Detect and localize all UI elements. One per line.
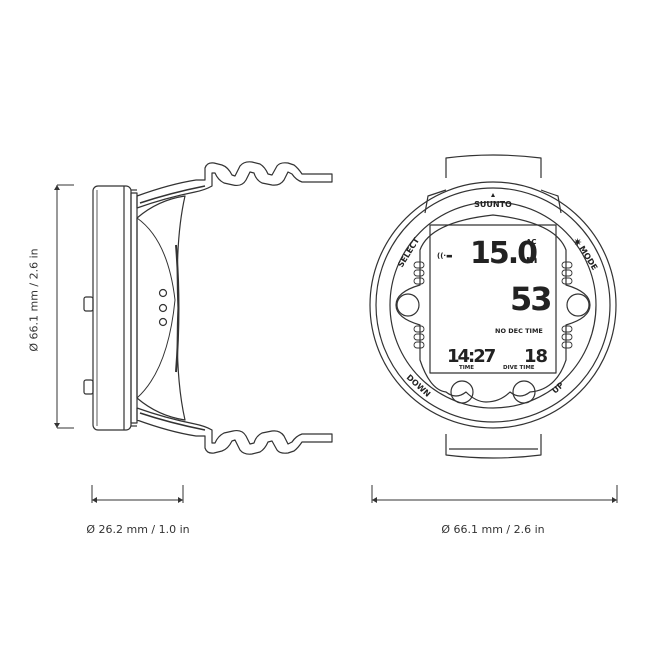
side-button-upper [83,296,94,312]
no-dec-time-label: NO DEC TIME [495,327,543,335]
select-label: SELECT [396,236,421,269]
dive-time-value: 18 [524,346,548,367]
sensor-dot-1 [158,288,168,298]
width-dimension-line [371,485,618,503]
front-view [369,154,618,503]
top-lug [445,154,542,178]
depth-unit: m [526,253,537,266]
select-button[interactable] [396,293,420,317]
time-label: TIME [459,365,474,371]
depth-value: 15.0 [470,236,537,271]
depth-dimension-label: Ø 26.2 mm / 1.0 in [86,523,190,536]
side-view [54,161,333,503]
upper-strap [136,161,333,209]
side-bezel [92,185,132,431]
brand-logo: SUUNTO [474,200,512,209]
dive-time-label: DIVE TIME [503,365,535,371]
mode-button[interactable] [566,293,590,317]
lower-strap [136,407,333,455]
time-value: 14:27 [447,346,496,367]
outer-bezel [369,181,617,429]
backlight-icon: ✷ [573,236,582,249]
up-button[interactable] [512,380,536,404]
display-housing [395,214,591,403]
depth-dimension-line [91,485,184,503]
down-button[interactable] [450,380,474,404]
sensor-dot-2 [158,303,168,313]
left-grip-ridges [413,261,425,349]
sensor-dot-3 [158,317,168,327]
bottom-lug [445,434,542,459]
height-dimension-label: Ø 66.1 mm / 2.6 in [27,248,41,352]
brand-marker-icon [491,193,495,197]
no-dec-time-value: 53 [510,280,551,318]
lcd-screen [429,224,557,374]
inner-bezel [389,201,597,409]
right-grip-ridges [561,261,573,349]
signal-icon: ((·▬ [437,252,453,260]
height-dimension-line [54,184,74,429]
side-button-lower [83,379,94,395]
width-dimension-label: Ø 66.1 mm / 2.6 in [441,523,545,536]
ac-label: AC [526,238,537,246]
